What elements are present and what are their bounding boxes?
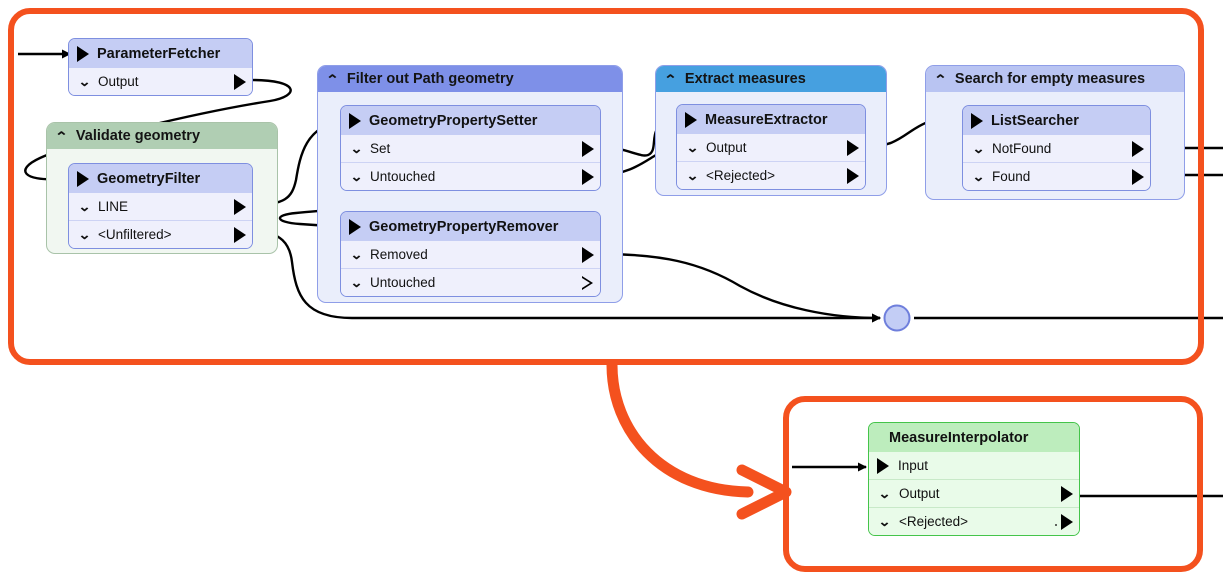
chevron-down-icon[interactable]: ⌄ [349, 247, 364, 262]
node-measure-interpolator[interactable]: MeasureInterpolator Input ⌄ Output ⌄ <Re… [868, 422, 1080, 536]
node-title-row-parameter-fetcher[interactable]: ParameterFetcher [69, 39, 252, 68]
node-title-row-geometry-property-setter[interactable]: GeometryPropertySetter [341, 106, 600, 135]
output-arrow-hollow-icon[interactable] [582, 275, 593, 290]
port-label-rejected: <Rejected> [899, 514, 969, 529]
collapse-caret-icon[interactable]: ⌃ [933, 71, 948, 87]
port-row-untouched[interactable]: ⌄ Untouched [341, 162, 600, 190]
chevron-down-icon[interactable]: ⌄ [349, 141, 364, 156]
output-arrow-icon[interactable] [234, 198, 246, 215]
chevron-down-icon[interactable]: ⌄ [971, 169, 986, 184]
input-arrow-icon[interactable] [971, 112, 983, 129]
chevron-down-icon[interactable]: ⌄ [877, 486, 892, 501]
output-arrow-icon[interactable] [582, 168, 594, 185]
port-row-input[interactable]: Input [869, 452, 1079, 479]
output-arrow-icon[interactable] [582, 246, 594, 263]
node-title-measure-extractor: MeasureExtractor [705, 111, 828, 128]
chevron-down-icon[interactable]: ⌄ [877, 514, 892, 529]
port-label-set: Set [370, 141, 391, 156]
group-header-filter-out-path-geometry[interactable]: ⌃ Filter out Path geometry [318, 66, 622, 92]
output-arrow-icon[interactable] [234, 226, 246, 243]
port-row-set[interactable]: ⌄ Set [341, 135, 600, 162]
port-label-removed: Removed [370, 247, 428, 262]
port-row-found[interactable]: ⌄ Found [963, 162, 1150, 190]
port-row-output[interactable]: ⌄ Output [869, 479, 1079, 507]
input-arrow-icon[interactable] [685, 111, 697, 128]
port-row-notfound[interactable]: ⌄ NotFound [963, 135, 1150, 162]
node-title-geometry-filter: GeometryFilter [97, 170, 201, 187]
group-title-validate-geometry: Validate geometry [75, 128, 201, 144]
chevron-down-icon[interactable]: ⌄ [77, 199, 92, 214]
port-row-line[interactable]: ⌄ LINE [69, 193, 252, 220]
port-label-unfiltered: <Unfiltered> [98, 227, 172, 242]
input-arrow-icon[interactable] [877, 457, 889, 474]
input-arrow-icon[interactable] [349, 218, 361, 235]
node-title-row-geometry-filter[interactable]: GeometryFilter [69, 164, 252, 193]
node-title-list-searcher: ListSearcher [991, 112, 1079, 129]
port-label-rejected: <Rejected> [706, 168, 776, 183]
port-row-unfiltered[interactable]: ⌄ <Unfiltered> [69, 220, 252, 248]
output-arrow-icon[interactable] [847, 167, 859, 184]
port-label-input: Input [898, 458, 929, 473]
output-arrow-icon[interactable] [1132, 168, 1144, 185]
node-geometry-filter[interactable]: GeometryFilter ⌄ LINE ⌄ <Unfiltered> [68, 163, 253, 249]
node-geometry-property-setter[interactable]: GeometryPropertySetter ⌄ Set ⌄ Untouched [340, 105, 601, 191]
port-row-removed[interactable]: ⌄ Removed [341, 241, 600, 268]
bottom-orange-container [783, 396, 1203, 572]
chevron-down-icon[interactable]: ⌄ [349, 169, 364, 184]
chevron-down-icon[interactable]: ⌄ [685, 140, 700, 155]
node-title-row-measure-extractor[interactable]: MeasureExtractor [677, 105, 865, 134]
group-title-filter-out-path-geometry: Filter out Path geometry [346, 71, 514, 87]
node-geometry-property-remover[interactable]: GeometryPropertyRemover ⌄ Removed ⌄ Unto… [340, 211, 601, 297]
port-label-output: Output [899, 486, 940, 501]
output-arrow-icon[interactable] [234, 73, 246, 90]
input-arrow-icon[interactable] [349, 112, 361, 129]
group-header-extract-measures[interactable]: ⌃ Extract measures [656, 66, 886, 92]
port-label-output: Output [706, 140, 747, 155]
top-orange-container [8, 8, 1204, 365]
chevron-down-icon[interactable]: ⌄ [349, 275, 364, 290]
output-arrow-icon[interactable] [1061, 485, 1073, 502]
collapse-caret-icon[interactable]: ⌃ [663, 71, 678, 87]
output-arrow-icon[interactable] [1132, 140, 1144, 157]
chevron-down-icon[interactable]: ⌄ [77, 227, 92, 242]
output-arrow-icon[interactable] [1061, 513, 1073, 530]
group-title-extract-measures: Extract measures [684, 71, 806, 87]
input-arrow-icon[interactable] [77, 170, 89, 187]
port-row-output[interactable]: ⌄ Output [677, 134, 865, 161]
output-arrow-icon[interactable] [847, 139, 859, 156]
port-marker-dot [1055, 524, 1057, 526]
chevron-down-icon[interactable]: ⌄ [77, 74, 92, 89]
port-label-notfound: NotFound [992, 141, 1052, 156]
port-label-output: Output [98, 74, 139, 89]
chevron-down-icon[interactable]: ⌄ [971, 141, 986, 156]
node-measure-extractor[interactable]: MeasureExtractor ⌄ Output ⌄ <Rejected> [676, 104, 866, 190]
port-label-line: LINE [98, 199, 129, 214]
orange-flow-arrow [606, 359, 754, 498]
node-title-row-list-searcher[interactable]: ListSearcher [963, 106, 1150, 135]
chevron-down-icon[interactable]: ⌄ [685, 168, 700, 183]
node-title-row-measure-interpolator: MeasureInterpolator [869, 423, 1079, 452]
orange-flow-arrowhead [736, 464, 792, 520]
collapse-caret-icon[interactable]: ⌃ [325, 71, 340, 87]
input-arrow-icon[interactable] [77, 45, 89, 62]
node-title-measure-interpolator: MeasureInterpolator [889, 429, 1029, 446]
node-title-parameter-fetcher: ParameterFetcher [97, 45, 221, 62]
node-title-geometry-property-remover: GeometryPropertyRemover [369, 218, 559, 235]
node-parameter-fetcher[interactable]: ParameterFetcher ⌄ Output [68, 38, 253, 96]
output-arrow-icon[interactable] [582, 140, 594, 157]
group-header-validate-geometry[interactable]: ⌃ Validate geometry [47, 123, 277, 149]
collapse-caret-icon[interactable]: ⌃ [54, 128, 69, 144]
node-title-row-geometry-property-remover[interactable]: GeometryPropertyRemover [341, 212, 600, 241]
group-header-search-for-empty-measures[interactable]: ⌃ Search for empty measures [926, 66, 1184, 92]
port-label-found: Found [992, 169, 1031, 184]
port-row-rejected[interactable]: ⌄ <Rejected> [869, 507, 1079, 535]
port-row-output[interactable]: ⌄ Output [69, 68, 252, 95]
port-label-untouched: Untouched [370, 275, 436, 290]
node-list-searcher[interactable]: ListSearcher ⌄ NotFound ⌄ Found [962, 105, 1151, 191]
group-title-search-for-empty-measures: Search for empty measures [954, 71, 1146, 87]
port-row-untouched[interactable]: ⌄ Untouched [341, 268, 600, 296]
node-title-geometry-property-setter: GeometryPropertySetter [369, 112, 538, 129]
port-row-rejected[interactable]: ⌄ <Rejected> [677, 161, 865, 189]
port-label-untouched: Untouched [370, 169, 436, 184]
